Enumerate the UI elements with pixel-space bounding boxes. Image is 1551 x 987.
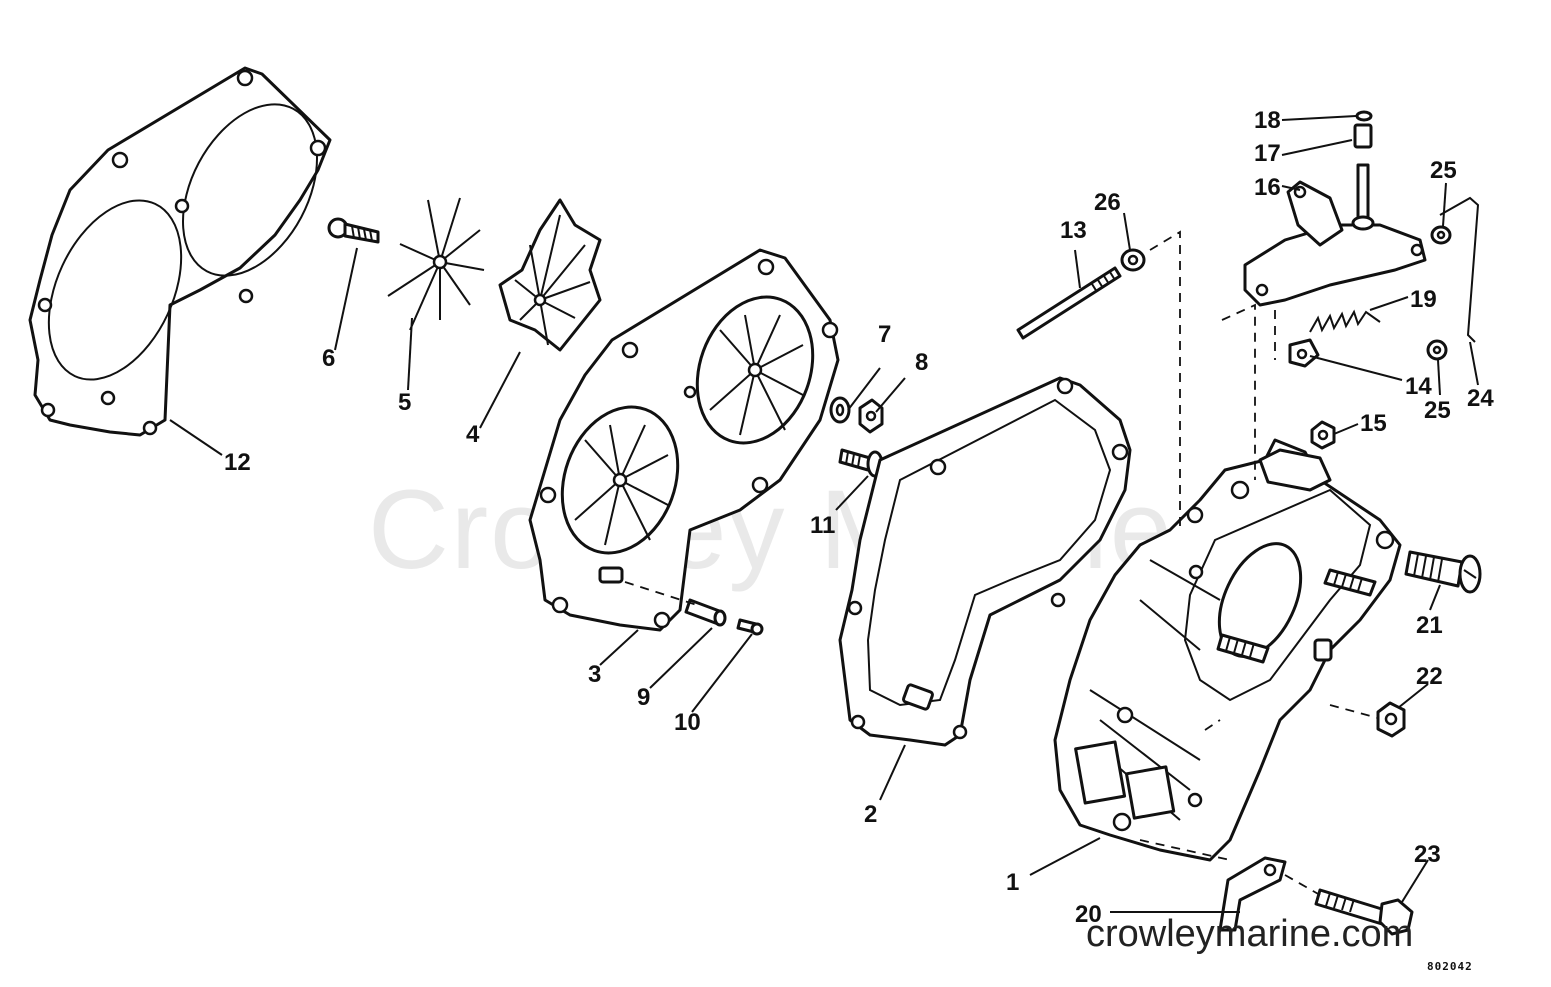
- callout-20: 20: [1075, 901, 1102, 928]
- callout-24: 24: [1467, 385, 1494, 412]
- callout-26: 26: [1094, 189, 1121, 216]
- leader-lines: [169, 115, 1479, 913]
- site-url-text: crowleymarine.com: [1086, 913, 1413, 955]
- callout-3: 3: [588, 661, 601, 688]
- callout-6: 6: [322, 345, 335, 372]
- callout-23: 23: [1414, 841, 1441, 868]
- grommet-part-25-top: [1430, 225, 1452, 245]
- nut-part-8: [858, 398, 884, 434]
- callout-25-bottom: 25: [1424, 397, 1451, 424]
- sleeve-part-17: [1353, 123, 1373, 149]
- bracket-part-20: [1215, 856, 1287, 932]
- clip-part-18: [1355, 110, 1373, 122]
- gasket-part-2: [838, 376, 1132, 747]
- callout-10: 10: [674, 709, 701, 736]
- callout-18: 18: [1254, 107, 1281, 134]
- screw-part-21: [1404, 550, 1482, 594]
- callout-19: 19: [1410, 286, 1437, 313]
- stud-part-13: [1016, 266, 1122, 340]
- nut-part-15: [1310, 420, 1336, 450]
- gasket-part-12: [28, 66, 332, 437]
- screw-part-10: [736, 618, 764, 636]
- callout-7: 7: [878, 321, 891, 348]
- callout-12: 12: [224, 449, 251, 476]
- nut-part-22: [1376, 701, 1406, 738]
- callout-15: 15: [1360, 410, 1387, 437]
- spring-part-19: [1309, 309, 1381, 333]
- assembly-lines: [624, 230, 1379, 896]
- callout-4: 4: [466, 421, 480, 448]
- callout-11: 11: [810, 512, 835, 539]
- callout-8: 8: [915, 349, 928, 376]
- callout-13: 13: [1060, 217, 1087, 244]
- link-rod-part-24: [1439, 196, 1480, 343]
- screw-part-14: [1288, 338, 1320, 368]
- pin-part-9: [684, 598, 727, 627]
- nut-part-26: [1120, 248, 1146, 272]
- callout-21: 21: [1416, 612, 1443, 639]
- reed-valve-part-4: [498, 198, 602, 352]
- callout-16: 16: [1254, 174, 1281, 201]
- grommet-part-25-bottom: [1426, 339, 1448, 361]
- callout-5: 5: [398, 389, 411, 416]
- callout-labels: 1 2 3 4 5 6 7 8 9 10 11 12 13 14 15 16 1…: [224, 107, 1494, 928]
- bolt-part-23: [1314, 888, 1414, 936]
- valve-spring-part-5: [387, 197, 485, 331]
- pump-body-part-1: [1053, 438, 1402, 862]
- washer-part-7: [829, 396, 851, 424]
- callout-22: 22: [1416, 663, 1443, 690]
- arm-part-16: [1243, 163, 1427, 307]
- callout-14: 14: [1405, 373, 1432, 400]
- reference-code: 802042: [1427, 960, 1473, 973]
- callout-17: 17: [1254, 140, 1281, 167]
- callout-25-top: 25: [1430, 157, 1457, 184]
- valve-plate-part-3: [528, 248, 840, 632]
- callout-2: 2: [864, 801, 877, 828]
- callout-1: 1: [1006, 869, 1019, 896]
- screw-part-6: [327, 217, 380, 244]
- callout-9: 9: [637, 684, 650, 711]
